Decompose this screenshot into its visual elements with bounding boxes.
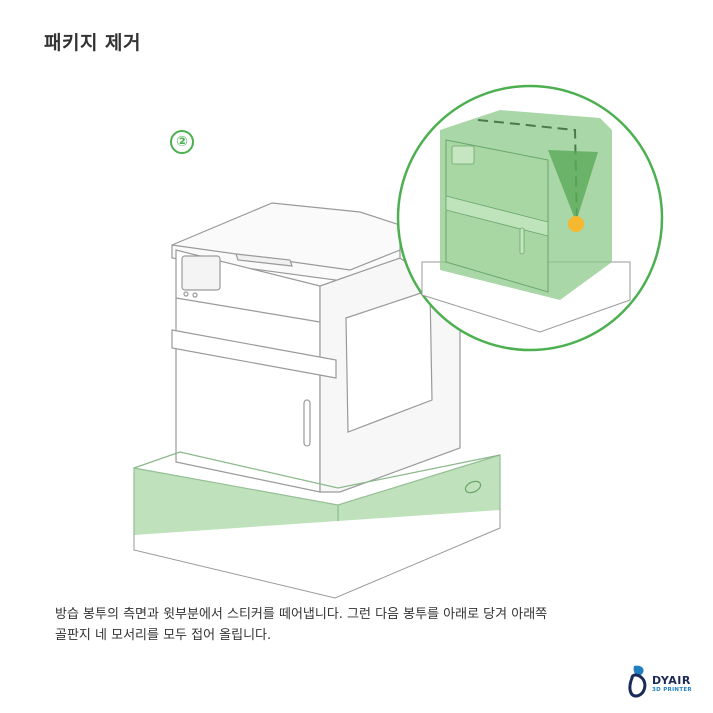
logo-tagline: 3D PRINTER xyxy=(652,687,692,693)
logo-mark-icon xyxy=(628,665,647,698)
brand-logo: DYAIR 3D PRINTER xyxy=(628,662,700,702)
instructions-line-1: 방습 봉투의 측면과 윗부분에서 스티커를 떼어냅니다. 그런 다음 봉투를 아… xyxy=(55,607,548,622)
page-title: 패키지 제거 xyxy=(44,32,142,54)
logo-name: DYAIR xyxy=(652,674,691,687)
detail-callout xyxy=(396,84,664,352)
printer-unboxing-illustration xyxy=(133,84,664,599)
instructions-line-2: 골판지 네 모서리를 모두 접어 올립니다. xyxy=(55,628,272,643)
instructions-text: 방습 봉투의 측면과 윗부분에서 스티커를 떼어냅니다. 그런 다음 봉투를 아… xyxy=(55,604,675,646)
cardboard-tray xyxy=(133,451,501,599)
step-number-badge: ② xyxy=(170,130,194,154)
printer-body xyxy=(171,202,461,493)
